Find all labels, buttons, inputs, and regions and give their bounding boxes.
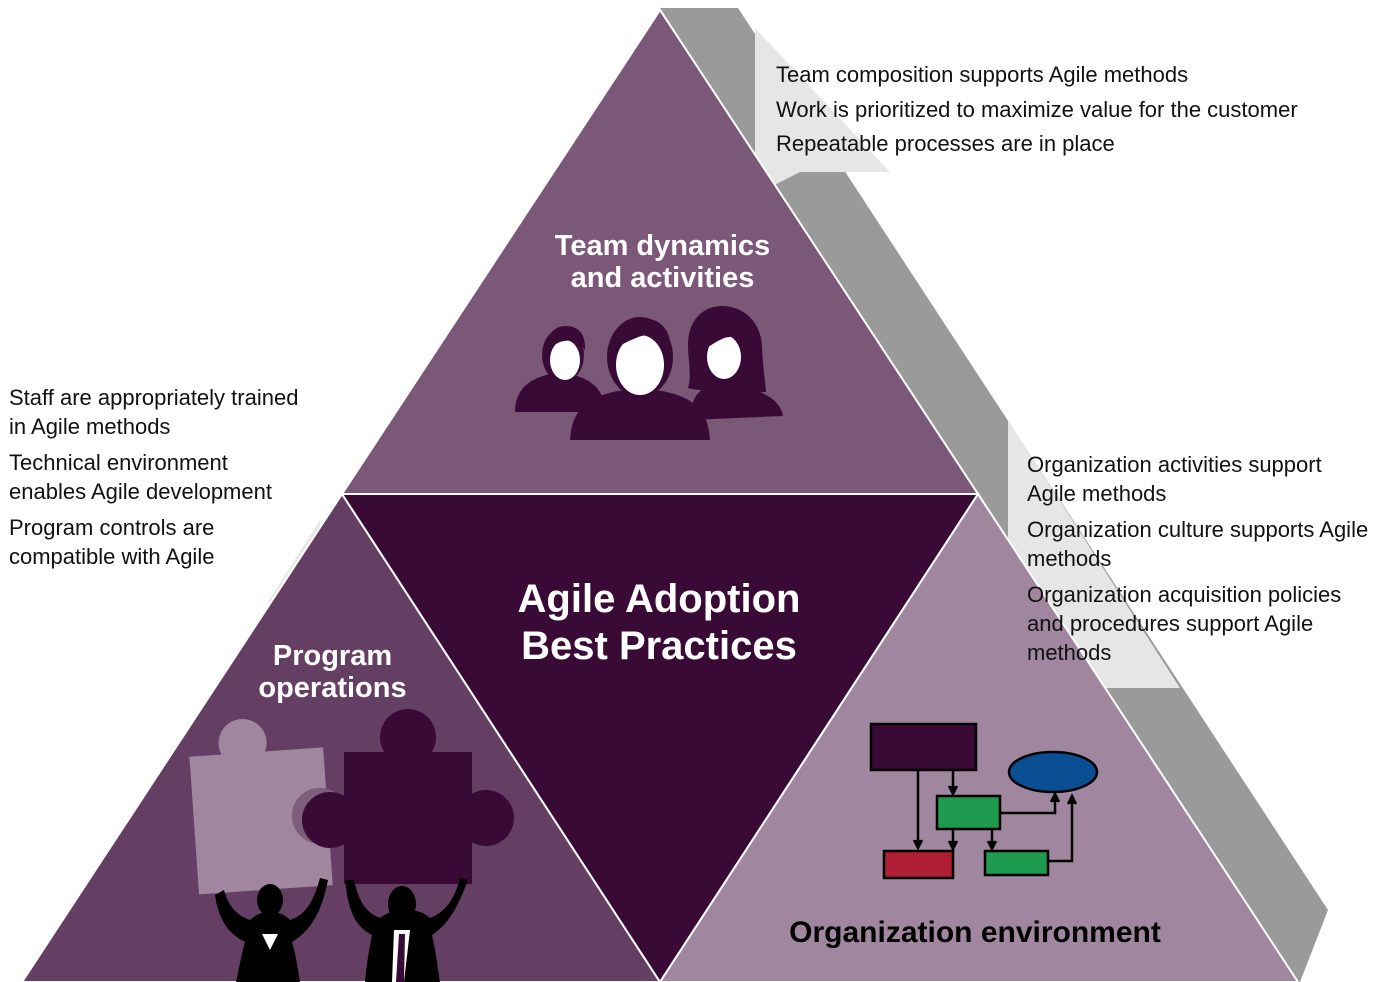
top-bullet-2: Work is prioritized to maximize value fo…	[776, 96, 1298, 122]
right-bullet-2: Organization culture supports Agile meth…	[1027, 517, 1369, 571]
top-callout	[755, 28, 890, 195]
top-title-line-2: and activities	[570, 262, 755, 294]
left-bullet-1: Staff are appropriately trained in Agile…	[9, 385, 299, 439]
center-title-line-1: Agile Adoption	[517, 577, 801, 621]
top-bullet-1: Team composition supports Agile methods	[776, 62, 1189, 87]
left-section-bullets: Staff are appropriately trained in Agile…	[9, 383, 309, 578]
center-title: Agile Adoption Best Practices	[470, 576, 848, 670]
left-title-line-2: operations	[258, 672, 407, 704]
top-title-line-1: Team dynamics	[554, 230, 771, 262]
top-bullet-3: Repeatable processes are in place	[776, 131, 1115, 156]
top-section-title: Team dynamics and activities	[510, 230, 815, 294]
right-section-title: Organization environment	[789, 916, 1161, 949]
pyramid-shadow	[660, 8, 1328, 982]
right-bullet-1: Organization activities support Agile me…	[1027, 452, 1322, 506]
right-section-bullets: Organization activities support Agile me…	[1027, 450, 1375, 674]
right-triangle	[658, 492, 1300, 982]
puzzle-pieces-with-businesspeople-icon	[189, 709, 514, 982]
left-section-title: Program operations	[225, 640, 440, 704]
flowchart-green-box	[983, 849, 1050, 877]
flowchart-process-box	[935, 794, 1002, 831]
top-section-bullets: Team composition supports Agile methods …	[776, 60, 1366, 164]
flowchart-ellipse	[1007, 750, 1099, 794]
three-people-icon	[515, 306, 783, 440]
flowchart-red-box	[882, 849, 955, 880]
center-title-line-2: Best Practices	[521, 624, 797, 668]
right-bullet-3: Organization acquisition policies and pr…	[1027, 582, 1342, 665]
flowchart-icon	[869, 722, 1099, 880]
left-bullet-3: Program controls are compatible with Agi…	[9, 515, 215, 569]
flowchart-start-box	[869, 722, 978, 772]
left-bullet-2: Technical environment enables Agile deve…	[9, 450, 272, 504]
left-title-line-1: Program	[272, 640, 393, 672]
